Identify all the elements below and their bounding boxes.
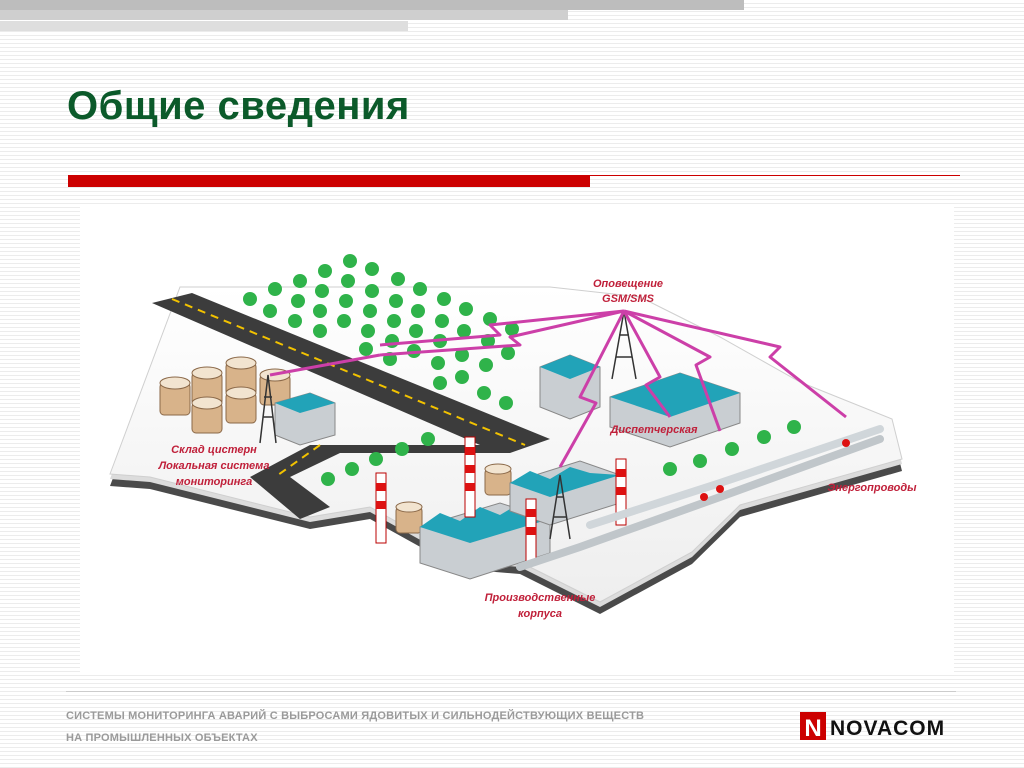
site-illustration: Оповещение GSM/SMS Склад цистерн Локальн…	[109, 254, 918, 620]
top-bar-medium	[0, 10, 568, 20]
novacom-logo: N NOVACOM	[798, 710, 964, 742]
top-bar-long	[0, 0, 744, 10]
label-tank-line2: Локальная система	[158, 460, 270, 472]
footer-line-2: НА ПРОМЫШЛЕННЫХ ОБЪЕКТАХ	[66, 732, 258, 744]
tree-grove	[243, 254, 801, 486]
antenna-towers	[259, 310, 637, 540]
pipeline-sensors	[700, 439, 850, 501]
title-underline-red	[68, 175, 590, 187]
logo-graphic: N NOVACOM	[800, 712, 945, 742]
diagram-labels: Оповещение GSM/SMS Склад цистерн Локальн…	[158, 278, 918, 620]
buildings	[274, 354, 741, 580]
label-alert-line1: Оповещение	[593, 278, 663, 290]
logo-wordmark: NOVACOM	[830, 717, 945, 740]
label-prod-line2: корпуса	[518, 608, 562, 620]
tank-farm	[159, 356, 512, 534]
logo-mark: N	[804, 715, 821, 742]
slide-title: Общие сведения	[67, 84, 410, 128]
industrial-site-diagram: Оповещение GSM/SMS Склад цистерн Локальн…	[80, 207, 954, 672]
top-bar-short	[0, 21, 408, 31]
label-tank-line1: Склад цистерн	[171, 444, 257, 456]
label-power-lines: Энергопроводы	[827, 482, 917, 494]
label-prod-line1: Производственные	[485, 592, 596, 604]
footer-line-1: СИСТЕМЫ МОНИТОРИНГА АВАРИЙ С ВЫБРОСАМИ Я…	[66, 710, 645, 722]
chimneys	[375, 436, 627, 566]
road	[152, 293, 550, 519]
label-alert-line2: GSM/SMS	[602, 293, 655, 305]
label-tank-line3: мониторинга	[176, 476, 253, 488]
title-underline-thin	[590, 175, 960, 176]
logo-mark-box	[800, 712, 826, 740]
pipelines	[516, 425, 884, 571]
footer-divider	[66, 691, 956, 692]
gsm-signal-bolts	[269, 309, 847, 468]
label-dispatch: Диспетчерская	[609, 424, 698, 436]
